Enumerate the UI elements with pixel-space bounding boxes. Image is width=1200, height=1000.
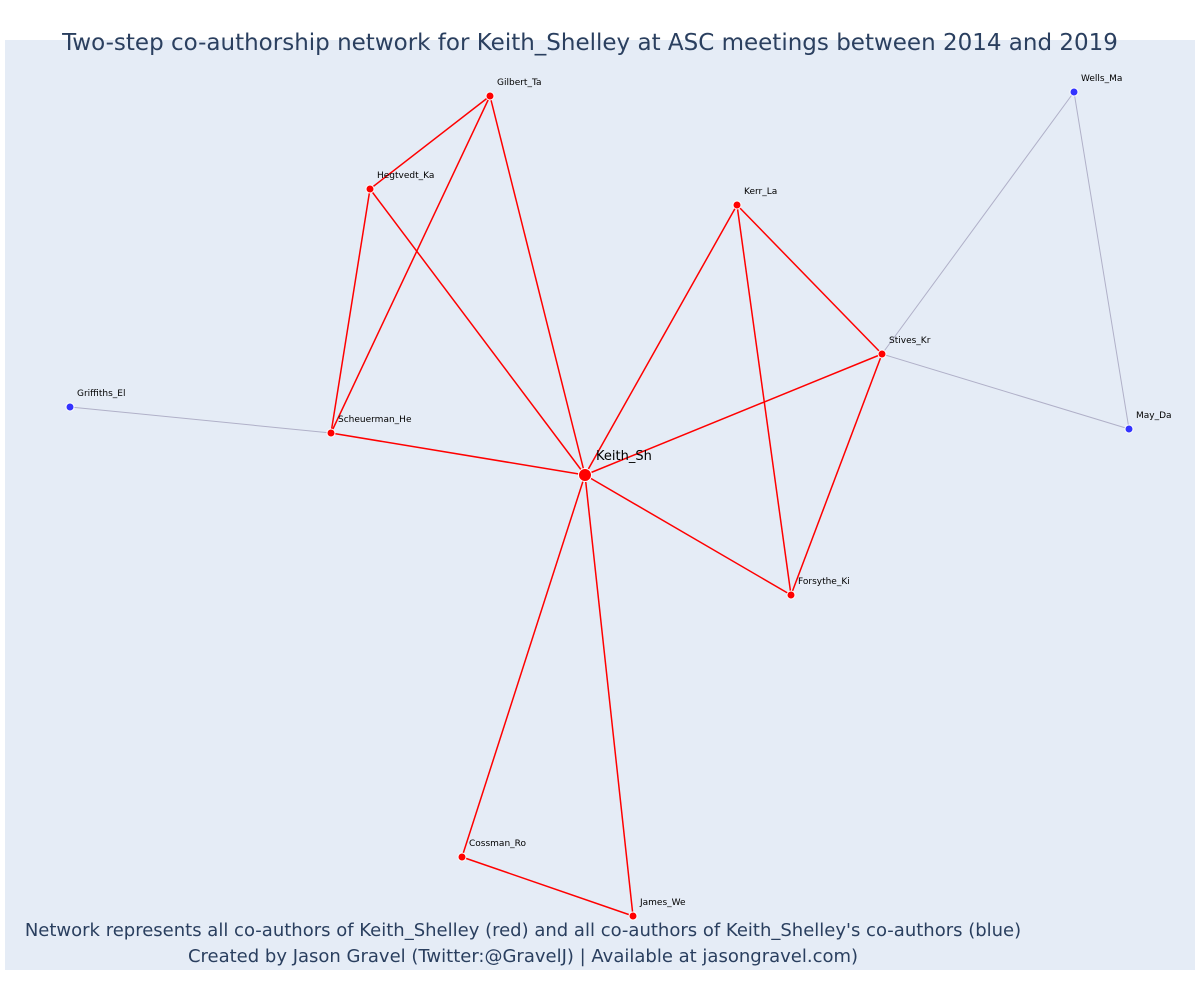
node-label-Hegtvedt_Ka: Hegtvedt_Ka [377,171,434,181]
caption-line-1: Network represents all co-authors of Kei… [24,920,1022,941]
edge-Scheuerman_He-Griffiths_El [69,406,332,434]
edge-Gilbert_Ta-Hegtvedt_Ka [369,95,491,190]
node-Gilbert_Ta[interactable] [485,91,495,101]
edge-Keith_Sh-Kerr_La [584,204,738,476]
nodes-layer [65,87,1134,921]
node-label-Griffiths_El: Griffiths_El [77,389,126,399]
node-label-Forsythe_Ki: Forsythe_Ki [798,577,850,587]
node-label-Scheuerman_He: Scheuerman_He [338,415,412,425]
edge-Keith_Sh-Scheuerman_He [330,432,586,476]
chart-caption: Network represents all co-authors of Kei… [0,918,1046,970]
chart-title: Two-step co-authorship network for Keith… [62,30,1118,56]
node-Cossman_Ro[interactable] [457,852,467,862]
edges-layer [69,91,1130,917]
node-Wells_Ma[interactable] [1069,87,1079,97]
node-Scheuerman_He[interactable] [326,428,336,438]
edge-Keith_Sh-Hegtvedt_Ka [369,188,586,476]
edge-Keith_Sh-Stives_Kr [584,353,883,476]
edge-Keith_Sh-Gilbert_Ta [489,95,586,476]
labels-layer: Keith_Sh Gilbert_TaHegtvedt_KaKerr_LaStiv… [77,74,1172,908]
node-Hegtvedt_Ka[interactable] [365,184,375,194]
node-Stives_Kr[interactable] [877,349,887,359]
edge-Keith_Sh-Cossman_Ro [461,474,586,858]
edge-Keith_Sh-James_We [584,474,634,917]
node-Kerr_La[interactable] [732,200,742,210]
node-James_We[interactable] [628,911,638,921]
node-May_Da[interactable] [1124,424,1134,434]
node-label-James_We: James_We [639,898,686,908]
node-Griffiths_El[interactable] [65,402,75,412]
node-label-May_Da: May_Da [1136,411,1172,421]
plot-area [5,40,1195,970]
edge-Wells_Ma-May_Da [1073,91,1130,430]
node-label-Stives_Kr: Stives_Kr [889,336,931,346]
edge-Stives_Kr-Forsythe_Ki [790,353,883,596]
node-label-Cossman_Ro: Cossman_Ro [469,839,527,849]
node-Keith_Sh[interactable] [578,468,592,482]
node-Forsythe_Ki[interactable] [786,590,796,600]
edge-Cossman_Ro-James_We [461,856,634,917]
edge-Stives_Kr-May_Da [881,353,1130,430]
caption-line-2: Created by Jason Gravel (Twitter:@Gravel… [187,946,859,967]
edge-Kerr_La-Forsythe_Ki [736,204,792,596]
edge-Hegtvedt_Ka-Scheuerman_He [330,188,371,434]
edge-Gilbert_Ta-Scheuerman_He [330,95,491,434]
edge-Stives_Kr-Wells_Ma [881,91,1075,355]
node-label-Gilbert_Ta: Gilbert_Ta [497,78,541,88]
node-label-Keith_Sh: Keith_Sh [596,449,652,464]
edge-Keith_Sh-Forsythe_Ki [584,474,792,596]
node-label-Kerr_La: Kerr_La [744,187,777,197]
edge-Kerr_La-Stives_Kr [736,204,883,355]
node-label-Wells_Ma: Wells_Ma [1081,74,1122,84]
